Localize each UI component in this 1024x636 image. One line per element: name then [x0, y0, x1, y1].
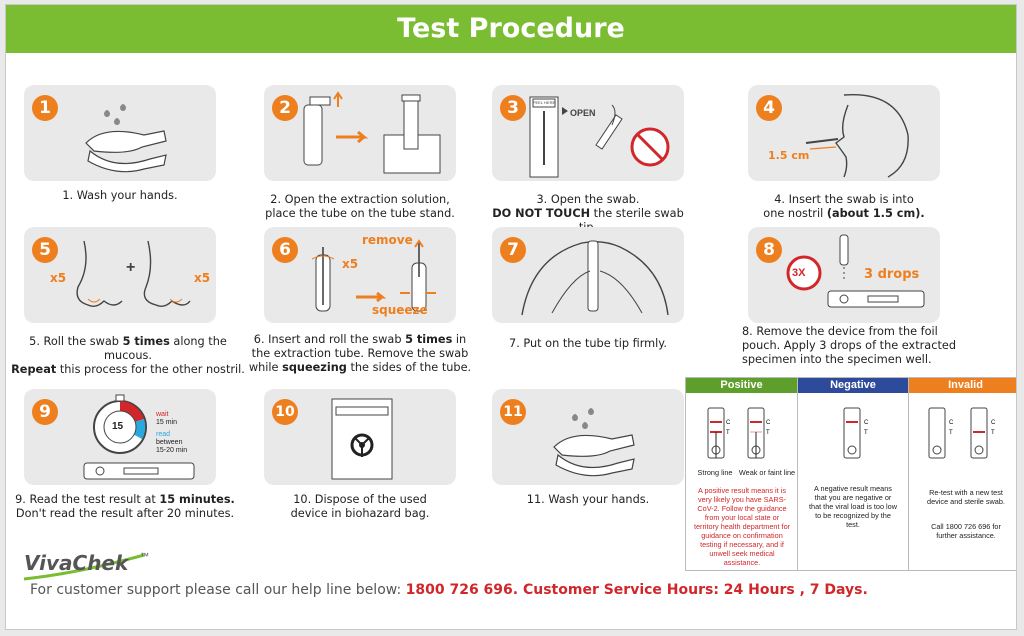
step-6-caption: 6. Insert and roll the swab 5 times in t… — [248, 333, 472, 374]
insert-depth-label: 1.5 cm — [768, 149, 810, 162]
positive-c-label: C — [726, 420, 731, 426]
open-swab-illustration — [529, 96, 670, 178]
step-4-badge: 4 — [756, 95, 782, 121]
step-7-badge: 7 — [500, 237, 526, 263]
step-1-caption: 1. Wash your hands. — [62, 189, 178, 202]
step-9-badge: 9 — [32, 399, 58, 425]
timer-15: 15 — [112, 421, 124, 432]
support-phone-hours: 1800 726 696. Customer Service Hours: 24… — [405, 582, 868, 598]
x5-label: x5 — [342, 257, 359, 271]
negative-header: Negative — [798, 378, 908, 393]
step-8-panel: 8 3X 3 drops — [748, 227, 940, 323]
negative-column: Negative C T A negative result means tha… — [798, 378, 908, 570]
invalid-t-label-2: T — [991, 430, 995, 436]
wait-time-label: 15 min — [156, 419, 178, 426]
invalid-c-label: C — [949, 420, 954, 426]
tube-tip-illustration — [521, 240, 669, 316]
logo-tm: ™ — [140, 551, 149, 561]
step-7-panel: 7 — [492, 227, 684, 323]
step-3-caption: 3. Open the swab. DO NOT TOUCH the steri… — [492, 193, 684, 234]
negative-text: A negative result means that you are neg… — [808, 484, 897, 529]
results-divider-2 — [908, 378, 909, 570]
logo-name: VivaChek — [24, 551, 129, 575]
step-8-caption: 8. Remove the device from the foil pouch… — [742, 325, 956, 366]
step-4-caption: 4. Insert the swab is into one nostril (… — [763, 193, 925, 220]
three-drops-label: 3 drops — [864, 267, 920, 282]
step-10-caption: 10. Dispose of the used device in biohaz… — [290, 493, 430, 520]
negative-t-label: T — [864, 430, 868, 436]
wash-hands-illustration-2 — [553, 408, 635, 477]
negative-c-label: C — [864, 420, 869, 426]
positive-strips-illustration — [707, 407, 765, 459]
step-9-caption: 9. Read the test result at 15 minutes. D… — [15, 493, 235, 520]
negative-strip-illustration — [843, 407, 861, 459]
extraction-tube-illustration — [303, 91, 441, 174]
positive-t-label-2: T — [766, 430, 770, 436]
step-2-caption: 2. Open the extraction solution, place t… — [265, 193, 455, 220]
squeeze-label: squeeze — [372, 303, 428, 317]
read-label: read — [156, 431, 171, 438]
step-5-panel: 5 x5 + x5 — [24, 227, 216, 323]
invalid-strips-illustration — [928, 407, 988, 459]
roll-swab-nose-illustration — [76, 240, 191, 308]
biohazard-bag-illustration — [331, 398, 393, 480]
step-10-panel: 10 — [264, 389, 456, 485]
positive-t-label: T — [726, 430, 730, 436]
invalid-text-1: Re-test with a new test device and steri… — [927, 488, 1005, 506]
step-3-badge: 3 — [500, 95, 526, 121]
step-1-panel: 1 — [24, 85, 216, 181]
step-11-panel: 11 — [492, 389, 684, 485]
results-table: Positive C T C T Strong line Weak or fai… — [685, 377, 1016, 571]
step-11-badge: 11 — [500, 399, 526, 425]
step-4-panel: 4 1.5 cm — [748, 85, 940, 181]
x5-right-label: x5 — [194, 271, 211, 285]
invalid-c-label-2: C — [991, 420, 996, 426]
results-divider-1 — [797, 378, 798, 570]
invalid-header: Invalid — [909, 378, 1016, 393]
step-10-badge: 10 — [272, 399, 298, 425]
timer-illustration — [83, 394, 195, 480]
open-label: OPEN — [570, 108, 596, 118]
positive-c-label-2: C — [766, 420, 771, 426]
invalid-t-label: T — [949, 430, 953, 436]
step-8-badge: 8 — [756, 237, 782, 263]
strong-line-label: Strong line — [697, 468, 733, 477]
step-3-panel: 3 PEEL HERE OPEN — [492, 85, 684, 181]
wait-label: wait — [156, 411, 169, 418]
step-6-panel: 6 remove x5 squeeze — [264, 227, 456, 323]
invalid-column: Invalid C T C T Re-test with a new test … — [909, 378, 1016, 570]
apply-drops-illustration — [786, 234, 925, 308]
read-time-label: 15-20 min — [156, 447, 188, 454]
remove-label: remove — [362, 233, 413, 247]
positive-header: Positive — [686, 378, 797, 393]
x5-left-label: x5 — [50, 271, 67, 285]
step-1-badge: 1 — [32, 95, 58, 121]
vivachek-logo: VivaChek ™ — [20, 545, 160, 585]
wash-hands-illustration — [85, 104, 167, 173]
step-7-caption: 7. Put on the tube tip firmly. — [509, 337, 667, 350]
step-2-badge: 2 — [272, 95, 298, 121]
invalid-text-2: Call 1800 726 696 for further assistance… — [931, 522, 1001, 540]
step-6-badge: 6 — [272, 237, 298, 263]
plus-label: + — [126, 259, 136, 276]
squeeze-tube-illustration — [311, 239, 436, 312]
support-text: For customer support please call our hel… — [30, 582, 402, 598]
weak-line-label: Weak or faint line — [738, 468, 796, 477]
step-11-caption: 11. Wash your hands. — [526, 493, 650, 506]
positive-column: Positive C T C T Strong line Weak or fai… — [686, 378, 797, 570]
step-5-badge: 5 — [32, 237, 58, 263]
read-between-label: between — [156, 439, 183, 446]
instruction-sheet: Test Procedure 1 1. Wash your hands. 2 2… — [5, 4, 1017, 630]
support-footer: For customer support please call our hel… — [30, 582, 868, 598]
positive-text: A positive result means it is very likel… — [693, 486, 791, 567]
step-5-caption: 5. Roll the swab 5 times along the mucou… — [11, 335, 245, 376]
step-9-panel: 9 15 wait 15 min read between 15-20 min — [24, 389, 216, 485]
logo-swoosh-icon — [23, 553, 145, 581]
peel-here-label: PEEL HERE — [532, 100, 556, 105]
nostril-insert-illustration — [805, 93, 909, 178]
three-x-label: 3X — [792, 267, 806, 279]
step-2-panel: 2 — [264, 85, 456, 181]
page-title: Test Procedure — [6, 5, 1016, 53]
